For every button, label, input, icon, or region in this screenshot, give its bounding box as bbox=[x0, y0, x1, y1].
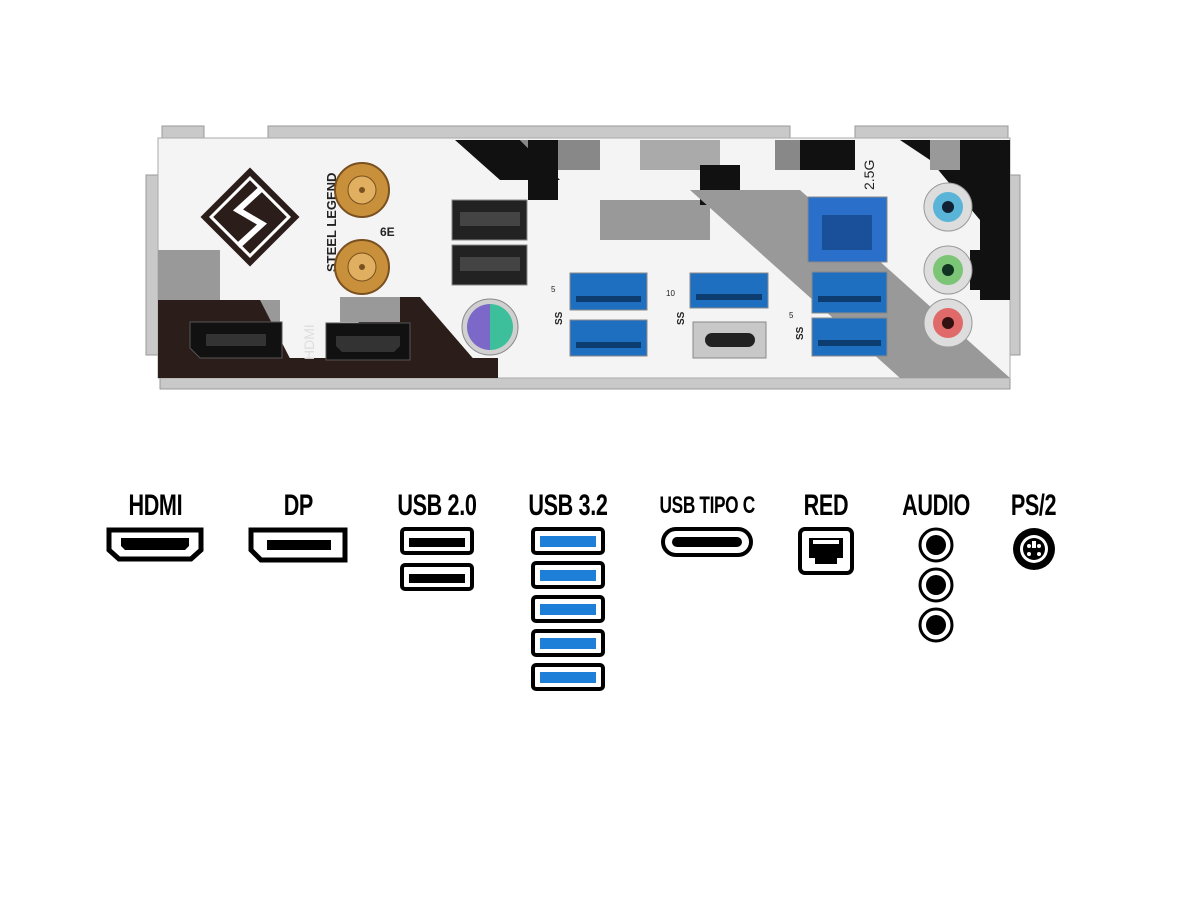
steel-legend-logo bbox=[200, 167, 300, 267]
legend-label: DP bbox=[283, 489, 313, 522]
audio-jack-icon bbox=[918, 567, 954, 603]
legend-label: USB 2.0 bbox=[397, 489, 477, 522]
ethernet-icon bbox=[798, 527, 854, 575]
legend-label: HDMI bbox=[128, 489, 182, 522]
usb2-port bbox=[451, 199, 528, 241]
usb3-port bbox=[569, 319, 648, 357]
audio-line-in-jack bbox=[923, 182, 973, 232]
ps2-icon bbox=[1013, 528, 1055, 570]
legend-audio: AUDIO bbox=[886, 488, 986, 644]
usb3-icon bbox=[531, 561, 605, 589]
hdmi-port bbox=[325, 322, 411, 361]
ps2-port bbox=[461, 298, 519, 356]
audio-line-out-jack bbox=[923, 245, 973, 295]
legend-hdmi: HDMI bbox=[95, 488, 215, 562]
legend-usb3: USB 3.2 bbox=[508, 488, 628, 692]
ss-label: SS bbox=[795, 326, 806, 340]
usb3-icon bbox=[531, 595, 605, 623]
usb2-icon bbox=[400, 563, 474, 591]
wifi-antenna-connector bbox=[334, 239, 390, 295]
ss-label: SS bbox=[676, 311, 687, 325]
usb-type-c-icon bbox=[661, 527, 753, 557]
usb3-port bbox=[569, 272, 648, 311]
legend-usb2: USB 2.0 bbox=[377, 488, 497, 592]
legend-dp: DP bbox=[238, 488, 358, 564]
lan-port bbox=[807, 196, 888, 263]
wifi-antenna-connector bbox=[334, 162, 390, 218]
displayport-port bbox=[189, 321, 283, 359]
hdmi-icon bbox=[106, 527, 204, 562]
audio-mic-jack bbox=[923, 298, 973, 348]
displayport-icon bbox=[248, 527, 348, 563]
legend-lan: RED bbox=[776, 488, 876, 576]
wifi-6e-badge: 6E bbox=[380, 225, 395, 239]
legend-label: USB TIPO C bbox=[659, 492, 755, 519]
usb2-port bbox=[451, 244, 528, 286]
usb-speed-label: 10 bbox=[666, 289, 675, 298]
usb3-icon bbox=[531, 629, 605, 657]
legend-usb-type-c: USB TIPO C bbox=[637, 488, 777, 558]
usb3-port bbox=[811, 317, 888, 357]
usb2-icon bbox=[400, 527, 474, 555]
legend-label: PS/2 bbox=[1011, 489, 1057, 522]
usb3-icon bbox=[531, 527, 605, 555]
usb3-port bbox=[811, 271, 888, 314]
usb-speed-label: 5 bbox=[789, 311, 794, 320]
lan-speed-label: 2.5G bbox=[861, 160, 877, 190]
usb3-icon bbox=[531, 663, 605, 691]
legend-label: USB 3.2 bbox=[528, 489, 608, 522]
legend-ps2: PS/2 bbox=[984, 488, 1084, 572]
usb-type-c-port bbox=[692, 321, 767, 359]
usb3-10gbps-port bbox=[689, 272, 769, 309]
hdmi-print: HDMI bbox=[301, 324, 317, 360]
ss-label: SS bbox=[554, 311, 565, 325]
io-shield-photo: STEEL LEGEND 6E HDMI 5 SS 10 SS bbox=[145, 125, 1021, 390]
usb-speed-label: 5 bbox=[551, 285, 556, 294]
audio-jack-icon bbox=[918, 527, 954, 563]
audio-jack-icon bbox=[918, 607, 954, 643]
legend-label: RED bbox=[803, 489, 849, 522]
legend-label: AUDIO bbox=[902, 489, 970, 522]
